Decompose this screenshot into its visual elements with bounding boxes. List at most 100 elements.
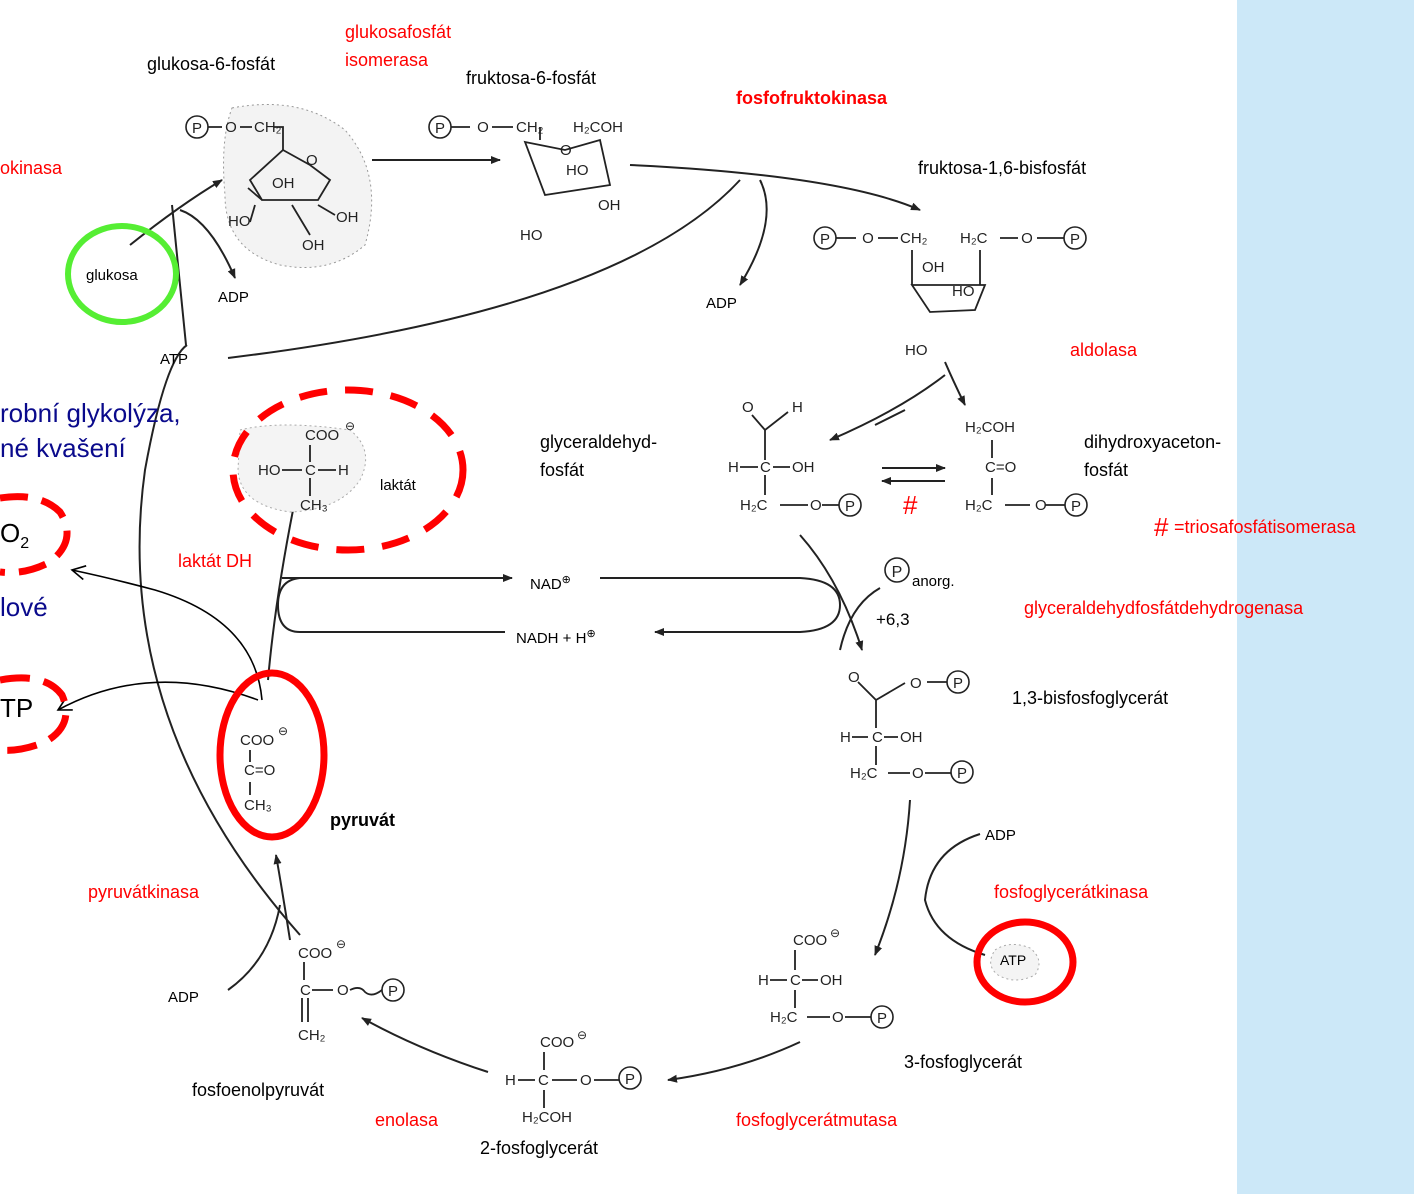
label-lactate: laktát [380,477,416,494]
structure-f16bp: P O CH₂ H₂C O P OH HO HO [813,226,1087,359]
svg-text:C: C [760,459,771,476]
svg-text:H: H [505,1072,516,1089]
highlight-lactate [229,386,467,554]
svg-text:H₂C: H₂C [965,497,993,514]
svg-text:COO: COO [540,1034,574,1051]
highlight-glucose [65,223,179,325]
svg-text:P: P [435,120,445,137]
label-3pg: 3-fosfoglycerát [904,1052,1023,1072]
svg-text:H₂C: H₂C [850,765,878,782]
svg-text:⊖: ⊖ [345,419,355,433]
label-adp-pgk: ADP [985,827,1016,844]
svg-text:OH: OH [922,259,945,276]
svg-text:H₂COH: H₂COH [522,1109,572,1126]
arrow-pep-to-pyruvate [273,854,291,941]
label-pyruvate: pyruvát [330,810,396,830]
svg-text:OH: OH [792,459,815,476]
structure-3pg: COO ⊖ H C OH H₂C O P [758,926,894,1029]
tick-aldolase [874,409,906,426]
svg-text:HO: HO [520,227,543,244]
svg-text:⊖: ⊖ [336,937,346,951]
svg-text:HO: HO [905,342,928,359]
svg-text:H₂C: H₂C [960,230,988,247]
label-glucose: glukosa [86,267,138,284]
label-pep: fosfoenolpyruvát [192,1080,325,1100]
svg-text:OH: OH [820,972,843,989]
arrow-pyruvate-to-co2 [70,565,263,701]
svg-text:O: O [580,1072,592,1089]
arrow-pk-adp [227,904,281,991]
arrow-3pg-to-2pg [667,1041,801,1083]
svg-text:O: O [810,497,822,514]
svg-text:HO: HO [566,162,589,179]
svg-text:C: C [305,462,316,479]
svg-text:CH₂: CH₂ [298,1027,326,1044]
structure-gap: O H H C OH H₂C O P [728,399,862,517]
label-nad: NAD⊕ [530,574,571,593]
arrow-aldolase-to-gap [829,374,946,441]
structure-atp-pgk [990,944,1040,981]
highlight-atp-pgk [973,918,1077,1006]
label-enzyme-gapdh: glyceraldehydfosfátdehydrogenasa [1024,598,1304,618]
structure-lactate: COO ⊖ HO C H CH₃ [237,419,367,514]
svg-text:P: P [1071,498,1081,515]
label-gap-2: fosfát [540,460,585,480]
label-enzyme-aldolase: aldolasa [1070,340,1138,360]
line-nad-gapdh [600,577,842,633]
arrow-atp-pfk [227,179,741,359]
svg-text:O: O [306,152,318,169]
label-enzyme-hexokinase: okinasa [0,158,63,178]
svg-text:⊖: ⊖ [830,926,840,940]
label-enzyme-ldh: laktát DH [178,551,253,571]
label-enzyme-gpi-1: glukosafosfát [345,22,452,42]
svg-text:P: P [953,675,963,692]
structure-pyruvate: COO ⊖ C=O CH₃ [240,724,288,814]
highlight-pyruvate [216,669,328,841]
svg-text:⊖: ⊖ [577,1028,587,1042]
svg-text:P: P [1070,231,1080,248]
structure-13bpg: O O P H C OH H₂C O P [840,669,974,784]
line-nadh-ldh [276,577,505,633]
svg-text:C: C [872,729,883,746]
svg-text:COO: COO [793,932,827,949]
arrow-pyruvate-to-atp [56,681,259,711]
label-enzyme-tpi: =triosafosfátisomerasa [1174,517,1356,537]
svg-text:O: O [225,119,237,136]
arrow-f6p-to-f16bp [629,164,921,211]
label-f6p: fruktosa-6-fosfát [466,68,597,88]
svg-text:O: O [862,230,874,247]
label-atp-hexokinase: ATP [160,351,189,368]
label-enzyme-gpi-2: isomerasa [345,50,429,70]
svg-text:H: H [338,462,349,479]
svg-text:O: O [832,1009,844,1026]
svg-text:P: P [625,1071,635,1088]
svg-text:C: C [300,982,311,999]
svg-text:COO: COO [240,732,274,749]
structure-f6p: P O CH₂ H₂COH O HO OH HO [428,115,623,244]
svg-text:C=O: C=O [244,762,275,779]
svg-text:P: P [877,1010,887,1027]
svg-text:O: O [742,399,754,416]
label-enzyme-pgm: fosfoglycerátmutasa [736,1110,898,1130]
arrow-pfk-adp [739,179,768,286]
arrow-pyruvate-to-lactate [267,499,298,681]
structure-2pg: COO ⊖ H C O P H₂COH [505,1028,642,1126]
label-tpi-symbol: # [903,490,918,520]
svg-text:H: H [758,972,769,989]
svg-text:COO: COO [305,427,339,444]
highlight-atp-partial [0,674,70,754]
g6p-p: P [192,120,202,137]
note-co2: O2 [0,518,30,553]
svg-text:OH: OH [336,209,359,226]
structure-pep: COO ⊖ C O P CH₂ [298,937,405,1044]
svg-text:H₂C: H₂C [770,1009,798,1026]
label-atp-pgk: ATP [1000,952,1027,968]
label-2pg: 2-fosfoglycerát [480,1138,599,1158]
label-nadh: NADH + H⊕ [516,628,596,647]
svg-text:C: C [538,1072,549,1089]
label-gap-1: glyceraldehyd- [540,432,658,452]
svg-text:⊖: ⊖ [278,724,288,738]
note-line1: robní glykolýza, [0,398,181,428]
svg-text:P: P [957,765,967,782]
